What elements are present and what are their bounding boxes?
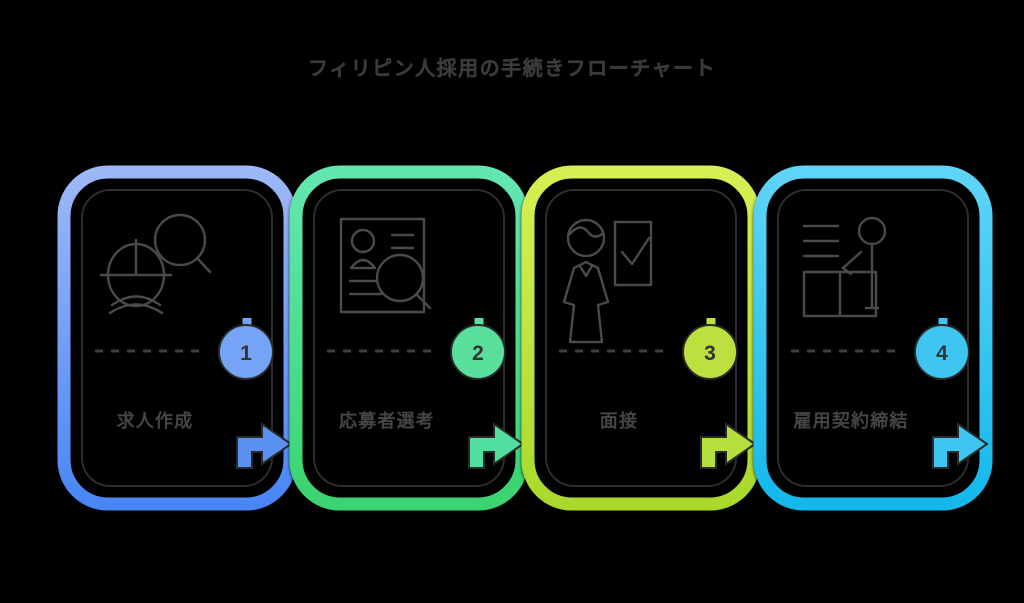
step-4-badge-number: 4 [936,342,948,365]
step-4-outline [753,165,993,511]
step-4-exit-arrow [932,422,989,469]
resume-review-icon [339,217,432,314]
contract-signing-icon [802,216,887,318]
flow-step-1[interactable]: 求人作成 1 [57,165,297,511]
step-3-label: 面接 [600,410,638,431]
flow-step-2[interactable]: 応募者選考 2 [289,165,529,511]
page-title: フィリピン人採用の手続きフローチャート [308,58,716,80]
step-4-label: 雇用契約締結 [793,410,908,431]
step-2-badge [450,324,506,380]
step-1-badge-number: 1 [240,342,252,365]
step-2-label: 応募者選考 [339,410,435,431]
step-3-panel [545,189,737,487]
flow-step-4[interactable]: 雇用契約締結 4 [753,165,993,511]
interview-check-icon [562,218,653,344]
flow-step-3[interactable]: 面接 3 [521,165,761,511]
step-2-badge-number: 2 [472,342,484,365]
step-3-badge-number: 3 [704,342,716,365]
step-1-badge [218,324,274,380]
step-2-panel [313,189,505,487]
step-1-panel [81,189,273,487]
step-4-panel [777,189,969,487]
person-search-icon [99,213,212,315]
step-1-to-2-arrow [236,422,293,469]
step-3-to-4-arrow [700,422,757,469]
step-3-badge [682,324,738,380]
step-4-badge [914,324,970,380]
step-2-to-3-arrow [468,422,525,469]
step-1-label: 求人作成 [117,410,194,431]
